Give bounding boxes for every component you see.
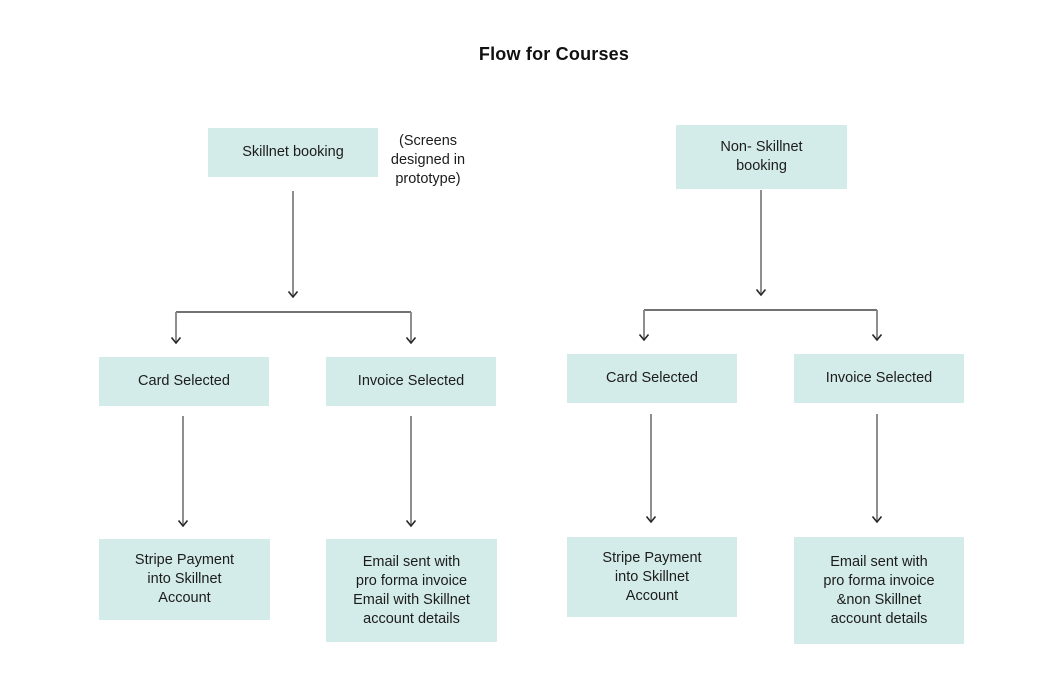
node-skillnet-booking: Skillnet booking — [208, 128, 378, 177]
connectors-skillnet-flow — [170, 191, 417, 528]
node-invoice-selected-non-skillnet: Invoice Selected — [794, 354, 964, 403]
node-stripe-payment-non-skillnet: Stripe Payment into Skillnet Account — [567, 537, 737, 617]
node-email-invoice-non-skillnet: Email sent with pro forma invoice &non S… — [794, 537, 964, 644]
node-email-invoice-skillnet: Email sent with pro forma invoice Email … — [326, 539, 497, 642]
prototype-note: (Screens designed in prototype) — [390, 133, 466, 187]
node-card-selected-skillnet: Card Selected — [99, 357, 269, 406]
connectors-non-skillnet-flow — [638, 190, 883, 524]
node-invoice-selected-skillnet: Invoice Selected — [326, 357, 496, 406]
diagram-title: Flow for Courses — [478, 44, 630, 64]
node-card-selected-non-skillnet: Card Selected — [567, 354, 737, 403]
node-non-skillnet-booking: Non- Skillnet booking — [676, 125, 847, 189]
node-stripe-payment-skillnet: Stripe Payment into Skillnet Account — [99, 539, 270, 620]
